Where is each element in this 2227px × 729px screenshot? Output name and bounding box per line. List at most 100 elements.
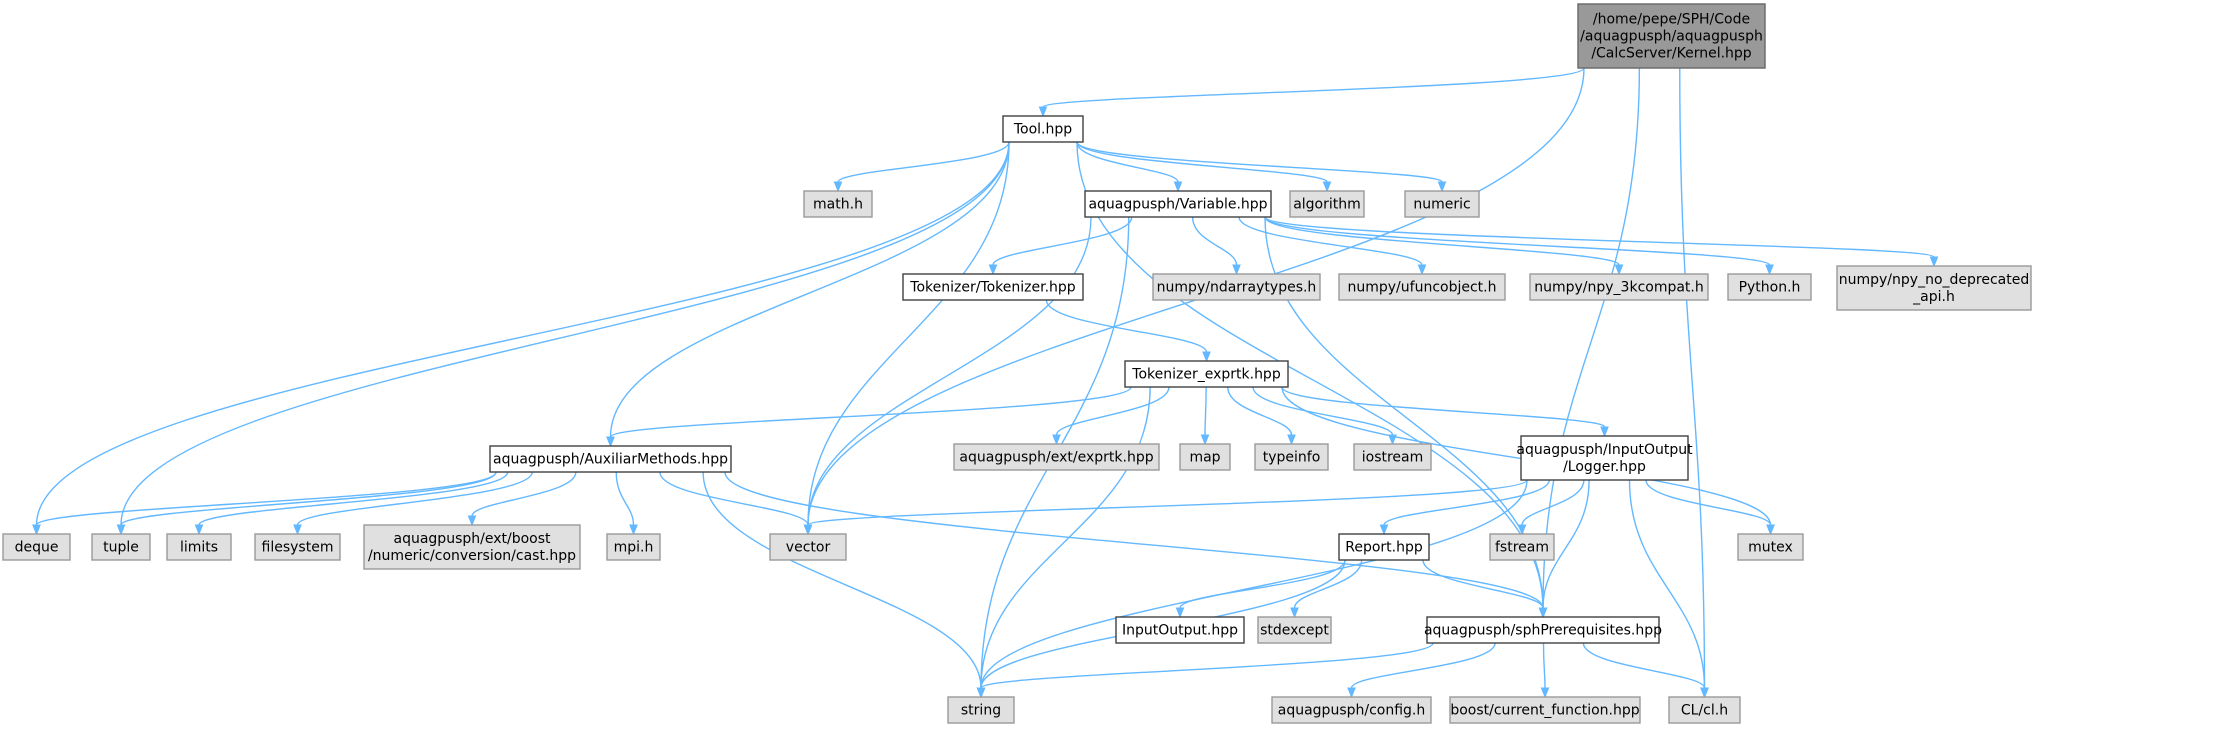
- edge-logger-to-mutex: [1645, 479, 1775, 536]
- edge-tool-to-algorithm: [1076, 141, 1332, 193]
- node-kernel[interactable]: /home/pepe/SPH/Code/aquagpusph/aquagpusp…: [1577, 3, 1766, 69]
- edge-kernel-to-clh: [1679, 67, 1709, 699]
- edge-exprtk-to-iostream: [1252, 386, 1397, 446]
- node-box: [1338, 273, 1506, 301]
- edge-logger-to-clh: [1628, 479, 1709, 699]
- node-box: [1254, 443, 1329, 471]
- edge-exprtk-to-map: [1200, 386, 1210, 446]
- header-nodes: /home/pepe/SPH/Code/aquagpusph/aquagpusp…: [2, 3, 2032, 724]
- node-box: [1002, 115, 1084, 143]
- node-box: [1529, 273, 1709, 301]
- node-box: [902, 273, 1084, 301]
- node-label: /CalcServer/Kernel.hpp: [1591, 46, 1751, 62]
- node-ufunc: numpy/ufuncobject.h: [1338, 273, 1506, 301]
- node-label: aquagpusph/ext/boost: [394, 531, 552, 547]
- node-box: [1338, 533, 1430, 561]
- node-logger[interactable]: aquagpusph/InputOutput/Logger.hpp: [1516, 435, 1693, 481]
- node-box: [1115, 616, 1245, 644]
- node-box: [1179, 443, 1231, 471]
- edge-variable-to-vector: [803, 216, 1092, 536]
- node-box: [1271, 696, 1432, 724]
- edge-sphprereq-to-string: [976, 642, 1434, 699]
- node-config: aquagpusph/config.h: [1271, 696, 1432, 724]
- node-label: InputOutput.hpp: [1122, 623, 1238, 639]
- node-box: [953, 443, 1160, 471]
- node-box: [606, 533, 661, 561]
- node-label: _api.h: [1912, 289, 1955, 305]
- node-box: [1449, 696, 1641, 724]
- node-inputoutput[interactable]: InputOutput.hpp: [1115, 616, 1245, 644]
- edge-logger-to-report: [1379, 479, 1551, 536]
- edge-variable-to-npy3k: [1264, 216, 1624, 276]
- node-label: /numeric/conversion/cast.hpp: [368, 548, 576, 564]
- edge-auxiliar-to-limits: [194, 471, 509, 536]
- node-label: aquagpusph/AuxiliarMethods.hpp: [493, 452, 728, 468]
- dependency-edges: [32, 67, 1939, 699]
- node-label: deque: [15, 540, 59, 556]
- edge-report-to-stdexcept: [1290, 559, 1363, 619]
- node-box: [489, 445, 732, 473]
- edge-variable-to-npynodep: [1264, 216, 1939, 268]
- node-boostfunc: boost/current_function.hpp: [1449, 696, 1641, 724]
- edge-exprtk-to-auxiliar: [606, 386, 1132, 448]
- node-box: [2, 533, 71, 561]
- node-mutex: mutex: [1737, 533, 1804, 561]
- node-box: [166, 533, 232, 561]
- edge-report-to-sphprereq: [1422, 559, 1548, 619]
- node-box: [1668, 696, 1741, 724]
- node-npy3k: numpy/npy_3kcompat.h: [1529, 273, 1709, 301]
- node-label: limits: [180, 540, 218, 556]
- node-exprtk[interactable]: Tokenizer_exprtk.hpp: [1124, 360, 1289, 388]
- node-algorithm: algorithm: [1289, 190, 1365, 218]
- node-ndarray: numpy/ndarraytypes.h: [1152, 273, 1321, 301]
- node-box: [1152, 273, 1321, 301]
- node-box: [769, 533, 847, 561]
- node-label: stdexcept: [1260, 623, 1329, 639]
- edge-sphprereq-to-config: [1347, 642, 1496, 699]
- node-label: Tokenizer/Tokenizer.hpp: [909, 280, 1076, 296]
- node-label: aquagpusph/ext/exprtk.hpp: [959, 450, 1153, 466]
- node-box: [1289, 190, 1365, 218]
- node-deque: deque: [2, 533, 71, 561]
- edge-tool-to-tuple: [116, 141, 1010, 536]
- node-report[interactable]: Report.hpp: [1338, 533, 1430, 561]
- node-label: aquagpusph/InputOutput: [1516, 442, 1693, 458]
- node-iostream: iostream: [1353, 443, 1432, 471]
- node-label: mutex: [1748, 540, 1793, 556]
- node-label: /Logger.hpp: [1563, 459, 1646, 475]
- node-box: [1257, 616, 1332, 644]
- node-numeric: numeric: [1404, 190, 1480, 218]
- node-label: iostream: [1362, 450, 1424, 466]
- node-label: Tool.hpp: [1013, 122, 1072, 138]
- node-tool[interactable]: Tool.hpp: [1002, 115, 1084, 143]
- node-tokenizer[interactable]: Tokenizer/Tokenizer.hpp: [902, 273, 1084, 301]
- node-sphprereq[interactable]: aquagpusph/sphPrerequisites.hpp: [1424, 616, 1662, 644]
- node-box: [1426, 616, 1660, 644]
- node-label: math.h: [813, 197, 863, 213]
- node-label: map: [1189, 450, 1220, 466]
- node-label: vector: [786, 540, 831, 556]
- node-fstream: fstream: [1489, 533, 1555, 561]
- node-box: [1084, 190, 1272, 218]
- node-limits: limits: [166, 533, 232, 561]
- node-string: string: [947, 696, 1015, 724]
- node-mathh: math.h: [803, 190, 873, 218]
- node-auxiliar[interactable]: aquagpusph/AuxiliarMethods.hpp: [489, 445, 732, 473]
- node-label: string: [961, 703, 1001, 719]
- node-box: [803, 190, 873, 218]
- node-label: Report.hpp: [1345, 540, 1423, 556]
- edge-exprtk-to-logger: [1281, 386, 1609, 438]
- node-pythonh: Python.h: [1727, 273, 1812, 301]
- node-label: aquagpusph/sphPrerequisites.hpp: [1424, 623, 1662, 639]
- edge-auxiliar-to-deque: [32, 471, 497, 536]
- node-label: numpy/ufuncobject.h: [1348, 280, 1497, 296]
- node-vector: vector: [769, 533, 847, 561]
- edge-report-to-inputoutput: [1175, 559, 1346, 619]
- node-label: numpy/npy_no_deprecated: [1839, 272, 2029, 288]
- node-box: [947, 696, 1015, 724]
- node-box: [363, 524, 581, 570]
- node-variable[interactable]: aquagpusph/Variable.hpp: [1084, 190, 1272, 218]
- edge-tool-to-numeric: [1076, 141, 1447, 193]
- node-box: [254, 533, 341, 561]
